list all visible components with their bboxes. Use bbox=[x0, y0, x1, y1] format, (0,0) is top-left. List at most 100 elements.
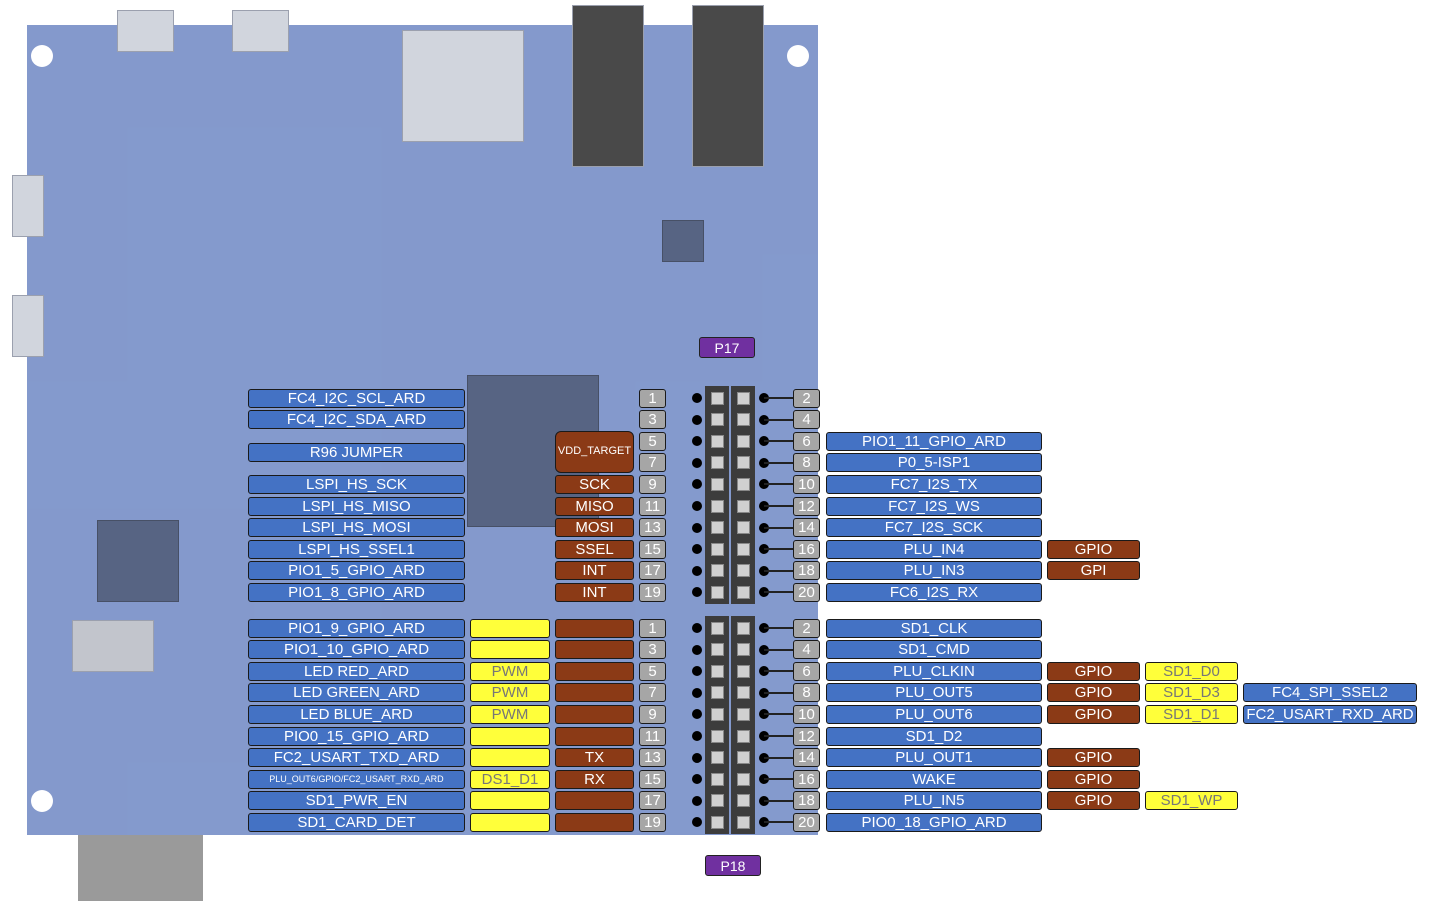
pin-dot bbox=[692, 436, 702, 447]
alternate-function-1: GPIO bbox=[1047, 683, 1140, 703]
audio-jack bbox=[692, 5, 764, 167]
pin-dot bbox=[692, 752, 702, 763]
pin-dot bbox=[692, 817, 702, 828]
pin-number: 5 bbox=[639, 431, 666, 451]
expansion-connector bbox=[78, 835, 203, 901]
signal-label: PLU_IN3 bbox=[826, 561, 1042, 581]
alternate-function-2: SD1_D0 bbox=[1145, 661, 1238, 681]
usb-connector bbox=[12, 295, 44, 357]
pin-dot bbox=[692, 393, 702, 403]
sd-card-slot bbox=[402, 30, 524, 142]
header-pad bbox=[737, 751, 750, 765]
pin-number: 9 bbox=[639, 474, 666, 494]
signal-label: LSPI_HS_MOSI bbox=[248, 518, 465, 538]
pin-number: 13 bbox=[639, 748, 666, 768]
alternate-function-1: GPIO bbox=[1047, 661, 1140, 681]
pin-wire bbox=[764, 713, 794, 716]
header-pad bbox=[737, 772, 750, 786]
header-pad bbox=[737, 413, 750, 427]
peripheral-function-merged: VDD_TARGET bbox=[555, 431, 634, 473]
pin-number: 9 bbox=[639, 704, 666, 724]
pin-wire bbox=[764, 505, 794, 507]
alternate-function-2: SD1_D3 bbox=[1145, 683, 1238, 703]
pin-dot bbox=[692, 687, 702, 698]
pin-dot bbox=[692, 709, 702, 720]
pin-dot bbox=[692, 522, 702, 533]
signal-label: LSPI_HS_SCK bbox=[248, 474, 465, 494]
pin-wire bbox=[764, 648, 794, 651]
pin-dot bbox=[692, 587, 702, 598]
signal-label: FC7_I2S_SCK bbox=[826, 518, 1042, 538]
pin-dot bbox=[692, 623, 702, 633]
pin-wire bbox=[764, 756, 794, 759]
signal-label: PIO1_8_GPIO_ARD bbox=[248, 582, 465, 602]
crystal bbox=[72, 620, 154, 672]
pin-number: 14 bbox=[793, 518, 820, 538]
header-pad bbox=[711, 585, 724, 599]
mounting-hole bbox=[31, 45, 53, 67]
alternate-function bbox=[470, 812, 550, 832]
pin-number: 12 bbox=[793, 496, 820, 516]
pin-number: 1 bbox=[639, 618, 666, 638]
pin-dot bbox=[692, 565, 702, 576]
pin-wire bbox=[764, 778, 794, 781]
pin-wire bbox=[764, 627, 794, 629]
signal-label: PIO1_9_GPIO_ARD bbox=[248, 618, 465, 638]
header-pad bbox=[711, 794, 724, 808]
pin-wire bbox=[764, 670, 794, 673]
header-pad bbox=[711, 707, 724, 721]
signal-label: SD1_CMD bbox=[826, 640, 1042, 660]
header-pad bbox=[711, 434, 724, 448]
header-pad bbox=[711, 621, 724, 635]
pin-number: 18 bbox=[793, 561, 820, 581]
signal-label: PLU_CLKIN bbox=[826, 661, 1042, 681]
signal-label: PLU_OUT1 bbox=[826, 748, 1042, 768]
pin-number: 10 bbox=[793, 704, 820, 724]
alternate-function: PWM bbox=[470, 704, 550, 724]
alternate-function bbox=[470, 640, 550, 660]
pin-number: 5 bbox=[639, 661, 666, 681]
header-pad bbox=[711, 564, 724, 578]
pin-number: 3 bbox=[639, 640, 666, 660]
peripheral-function bbox=[555, 812, 634, 832]
header-pad bbox=[711, 686, 724, 700]
pin-number: 11 bbox=[639, 726, 666, 746]
signal-label: LSPI_HS_SSEL1 bbox=[248, 539, 465, 559]
pin-number: 8 bbox=[793, 453, 820, 473]
signal-label: PIO0_15_GPIO_ARD bbox=[248, 726, 465, 746]
signal-label: PLU_IN5 bbox=[826, 791, 1042, 811]
signal-label: FC4_I2C_SDA_ARD bbox=[248, 410, 465, 430]
header-pad bbox=[711, 499, 724, 513]
alternate-function: PWM bbox=[470, 683, 550, 703]
audio-jack bbox=[572, 5, 644, 167]
peripheral-function bbox=[555, 661, 634, 681]
peripheral-function: SSEL bbox=[555, 539, 634, 559]
header-pad bbox=[711, 643, 724, 657]
alternate-function-2: SD1_WP bbox=[1145, 791, 1238, 811]
pin-number: 6 bbox=[793, 661, 820, 681]
peripheral-function: SCK bbox=[555, 474, 634, 494]
pin-number: 15 bbox=[639, 769, 666, 789]
signal-label: PIO0_18_GPIO_ARD bbox=[826, 812, 1042, 832]
signal-label: LED BLUE_ARD bbox=[248, 704, 465, 724]
pin-number: 7 bbox=[639, 683, 666, 703]
pin-wire bbox=[764, 569, 794, 572]
header-pad bbox=[711, 521, 724, 535]
header-pad bbox=[737, 707, 750, 721]
peripheral-function: MOSI bbox=[555, 518, 634, 538]
signal-label: WAKE bbox=[826, 769, 1042, 789]
alternate-function bbox=[470, 791, 550, 811]
header-pad bbox=[737, 499, 750, 513]
pin-wire bbox=[764, 591, 794, 594]
header-pad bbox=[737, 794, 750, 808]
usb-connector bbox=[232, 10, 289, 52]
mounting-hole bbox=[787, 45, 809, 67]
alternate-function-1: GPIO bbox=[1047, 769, 1140, 789]
header-pad bbox=[711, 477, 724, 491]
alternate-function: DS1_D1 bbox=[470, 769, 550, 789]
pin-number: 1 bbox=[639, 388, 666, 408]
pin-number: 14 bbox=[793, 748, 820, 768]
signal-label: FC4_I2C_SCL_ARD bbox=[248, 388, 465, 408]
header-pad bbox=[711, 456, 724, 470]
peripheral-function: RX bbox=[555, 769, 634, 789]
